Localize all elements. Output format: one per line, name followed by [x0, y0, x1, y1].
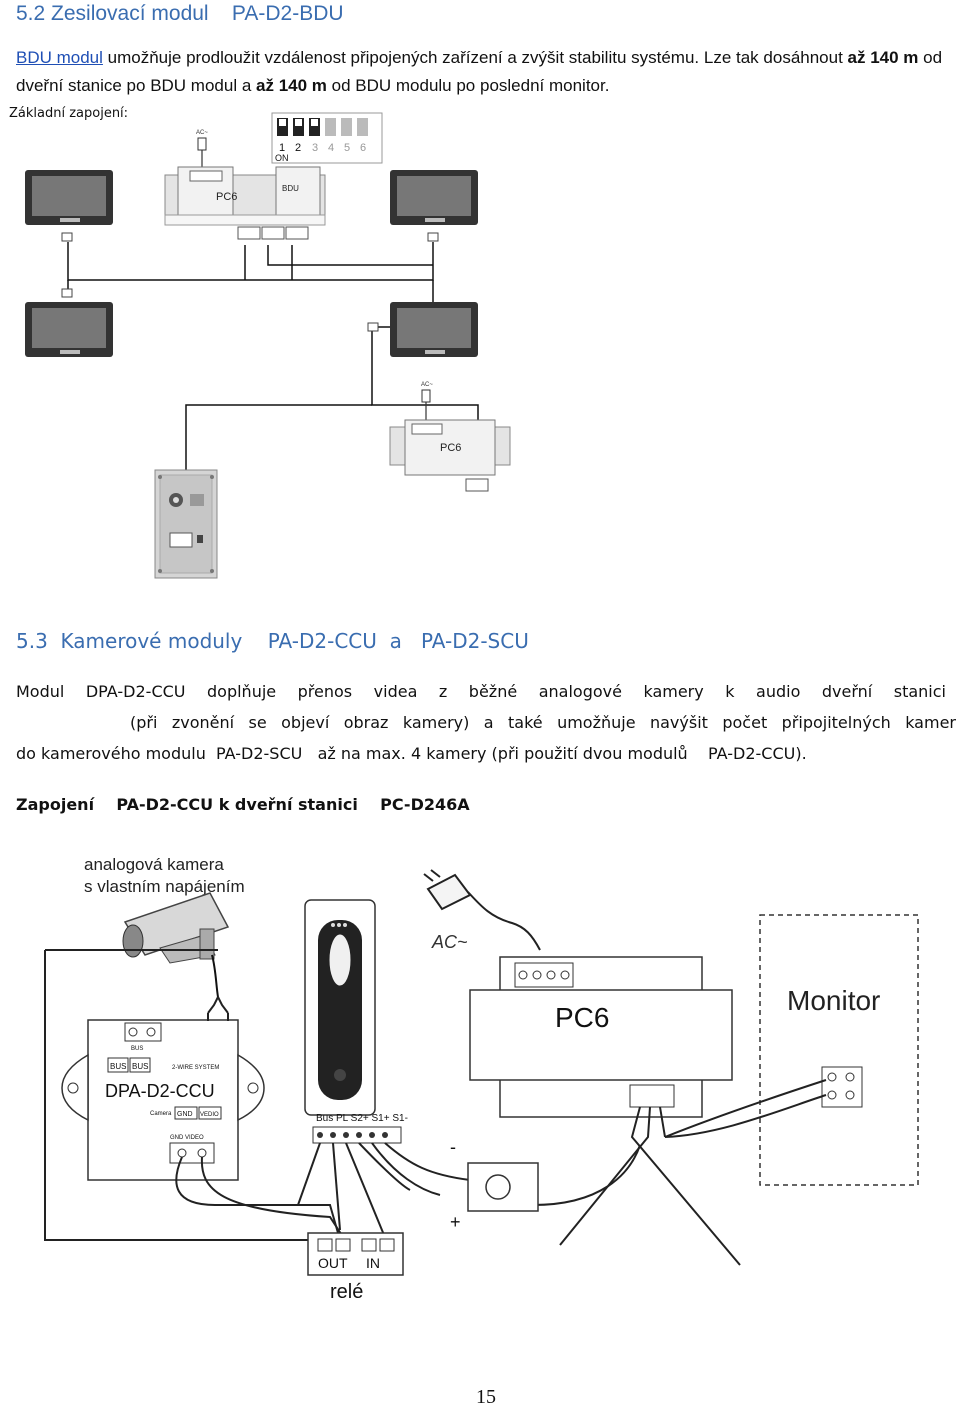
basic-wiring-caption: Základní zapojení:	[9, 106, 129, 121]
section-5-2-paragraph: BDU modul umožňuje prodloužit vzdálenost…	[16, 48, 943, 95]
pc6-module-large: PC6	[469, 956, 741, 1266]
pc6-bdu-modules: PC6 BDU	[164, 166, 326, 240]
section-5-3-line-2: (při zvonění se objeví obraz kamery) a t…	[130, 713, 956, 732]
lock-minus: -	[450, 1137, 456, 1157]
analog-camera	[122, 892, 230, 998]
camera-label-line-1: analogová kamera	[84, 855, 224, 874]
monitor-bottom-right	[367, 302, 478, 357]
relay: OUT IN relé	[307, 1232, 404, 1303]
door-station	[154, 469, 218, 579]
ccu-wires	[44, 949, 641, 1241]
bdu-wiring-diagram: 1 2 3 4 5 6 ON AC~ PC6 BDU	[25, 112, 511, 579]
terminal-strip: Bus PL S2+ S1+ S1-	[312, 1113, 408, 1144]
ccu-gnd-video-label: GND VIDEO	[170, 1135, 204, 1141]
dip-on-label: ON	[275, 153, 289, 163]
monitor-label: Monitor	[787, 985, 880, 1016]
section-5-3-line-3: do kamerového modulu PA-D2-SCU až na max…	[16, 744, 807, 763]
relay-in-label: IN	[366, 1255, 380, 1271]
dip-number-1: 1	[279, 142, 285, 154]
bdu-module-link[interactable]: BDU modul	[16, 48, 103, 67]
dip-number-4: 4	[328, 142, 334, 154]
relay-out-label: OUT	[318, 1255, 348, 1271]
power-plug	[423, 869, 541, 951]
monitor-top-left	[25, 170, 113, 242]
ccu-gnd-label: GND	[177, 1111, 193, 1118]
door-station-vertical	[304, 899, 376, 1116]
dip-number-3: 3	[312, 142, 318, 154]
dip-switch-block: 1 2 3 4 5 6 ON	[271, 112, 383, 164]
section-5-2-title: 5.2 Zesilovací modul PA-D2-BDU	[16, 2, 344, 25]
ac-label-ccu: AC~	[431, 932, 468, 952]
pc6-label-top: PC6	[216, 191, 237, 203]
pc6-module-bottom: PC6	[389, 419, 511, 492]
ccu-video-label: VEDIO	[200, 1112, 219, 1118]
dip-number-5: 5	[344, 142, 350, 154]
ccu-wiring-diagram: analogová kamera s vlastním napájením AC…	[44, 855, 919, 1303]
connection-title: Zapojení PA-D2-CCU k dveřní stanici PC-D…	[16, 795, 470, 814]
ac-plug-bottom: AC~	[421, 382, 433, 423]
ccu-system-label: 2-WIRE SYSTEM	[172, 1065, 219, 1071]
ccu-bus-label-2: BUS	[132, 1062, 148, 1071]
ac-label-top: AC~	[196, 130, 208, 136]
dip-number-6: 6	[360, 142, 366, 154]
section-5-3-line-1: Modul DPA-D2-CCU doplňuje přenos videa z…	[16, 682, 946, 701]
lock-plus: +	[450, 1212, 461, 1232]
camera-label-line-2: s vlastním napájením	[84, 877, 245, 896]
ccu-top-bus-label: BUS	[131, 1046, 143, 1052]
dip-number-2: 2	[295, 142, 301, 154]
bdu-label: BDU	[282, 184, 299, 193]
monitor-top-right	[390, 170, 478, 242]
ccu-module: BUS BUS BUS 2-WIRE SYSTEM DPA-D2-CCU Cam…	[61, 1019, 265, 1181]
ac-label-bottom: AC~	[421, 382, 433, 388]
relay-label: relé	[330, 1281, 363, 1303]
ccu-camera-label: Camera	[150, 1111, 172, 1117]
page-number: 15	[476, 1386, 496, 1408]
section-5-3-title: 5.3 Kamerové moduly PA-D2-CCU a PA-D2-SC…	[16, 629, 529, 653]
ccu-bus-label-1: BUS	[110, 1062, 126, 1071]
monitor-bottom-left	[25, 288, 113, 357]
terminal-labels: Bus PL S2+ S1+ S1-	[316, 1113, 408, 1124]
electric-lock: - +	[450, 1137, 539, 1232]
pc6-label-bottom: PC6	[440, 442, 461, 454]
ccu-title: DPA-D2-CCU	[105, 1081, 215, 1101]
ac-plug-top: AC~	[196, 130, 208, 167]
pc6-label-large: PC6	[555, 1002, 609, 1033]
monitor-box: Monitor	[664, 914, 919, 1186]
